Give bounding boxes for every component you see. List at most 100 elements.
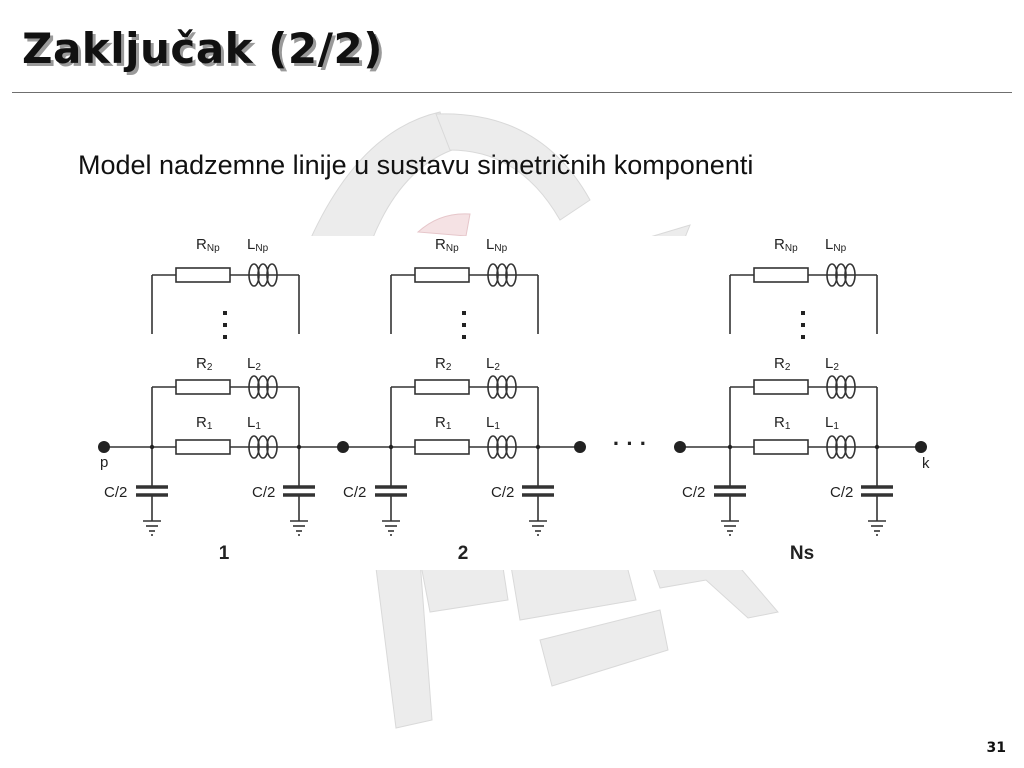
shunt-capacitor-right bbox=[861, 447, 893, 536]
slide-title: Zaključak (2/2) bbox=[22, 24, 383, 73]
label-l1: L1 bbox=[825, 414, 839, 432]
node-section-ns-start bbox=[674, 441, 686, 453]
inductor-coil-loop bbox=[505, 263, 517, 287]
label-r-np: RNp bbox=[774, 236, 798, 254]
label-c-right: C/2 bbox=[830, 484, 853, 501]
vertical-ellipsis-dot bbox=[462, 311, 466, 315]
horizontal-ellipsis: · · · bbox=[613, 431, 647, 456]
shunt-capacitor-right bbox=[522, 447, 554, 536]
label-c-left: C/2 bbox=[682, 484, 705, 501]
label-r2: R2 bbox=[196, 355, 213, 373]
page-number: 31 bbox=[986, 740, 1006, 756]
label-c-left: C/2 bbox=[343, 484, 366, 501]
inductor-coil-loop bbox=[487, 263, 499, 287]
section-label: 2 bbox=[458, 543, 469, 564]
inductor-coil-loop bbox=[257, 375, 269, 399]
inductor-coil-loop bbox=[266, 435, 278, 459]
inductor-1 bbox=[826, 435, 856, 459]
label-l1: L1 bbox=[247, 414, 261, 432]
inductor-coil-loop bbox=[505, 435, 517, 459]
resistor-np bbox=[175, 267, 231, 283]
junction-dot bbox=[149, 444, 155, 450]
label-l-np: LNp bbox=[486, 236, 508, 254]
inductor-coil-loop bbox=[826, 263, 838, 287]
junction-dot bbox=[535, 444, 541, 450]
inductor-coil-loop bbox=[487, 375, 499, 399]
circuit-background-panel bbox=[96, 236, 954, 570]
inductor-1 bbox=[248, 435, 278, 459]
label-node-k: k bbox=[922, 455, 930, 472]
section-label: 1 bbox=[219, 543, 230, 564]
inductor-np bbox=[487, 263, 517, 287]
inductor-coil-loop bbox=[826, 435, 838, 459]
label-r1: R1 bbox=[196, 414, 213, 432]
junction-dot bbox=[874, 444, 880, 450]
vertical-ellipsis-dot bbox=[462, 323, 466, 327]
inductor-coil-loop bbox=[835, 375, 847, 399]
vertical-ellipsis-dot bbox=[801, 323, 805, 327]
label-r1: R1 bbox=[435, 414, 452, 432]
shunt-capacitor-left bbox=[136, 447, 168, 536]
vertical-ellipsis-dot bbox=[223, 335, 227, 339]
shunt-capacitor-left bbox=[375, 447, 407, 536]
resistor-2 bbox=[753, 379, 809, 395]
label-r2: R2 bbox=[435, 355, 452, 373]
node-k bbox=[915, 441, 927, 453]
resistor-2 bbox=[175, 379, 231, 395]
vertical-ellipsis-dot bbox=[801, 335, 805, 339]
label-l2: L2 bbox=[247, 355, 261, 373]
inductor-coil-loop bbox=[844, 263, 856, 287]
inductor-coil-loop bbox=[505, 375, 517, 399]
resistor-1 bbox=[175, 439, 231, 455]
label-r-np: RNp bbox=[435, 236, 459, 254]
inductor-coil-loop bbox=[496, 435, 508, 459]
label-r-np: RNp bbox=[196, 236, 220, 254]
inductor-coil-loop bbox=[248, 375, 260, 399]
inductor-2 bbox=[487, 375, 517, 399]
label-l2: L2 bbox=[486, 355, 500, 373]
inductor-coil-loop bbox=[266, 375, 278, 399]
label-r1: R1 bbox=[774, 414, 791, 432]
label-r2: R2 bbox=[774, 355, 791, 373]
inductor-2 bbox=[248, 375, 278, 399]
vertical-ellipsis-dot bbox=[801, 311, 805, 315]
inductor-coil-loop bbox=[835, 435, 847, 459]
label-l-np: LNp bbox=[247, 236, 269, 254]
resistor-np bbox=[753, 267, 809, 283]
shunt-capacitor-right bbox=[283, 447, 315, 536]
inductor-coil-loop bbox=[266, 263, 278, 287]
inductor-np bbox=[248, 263, 278, 287]
vertical-ellipsis-dot bbox=[462, 335, 466, 339]
inductor-coil-loop bbox=[496, 263, 508, 287]
vertical-ellipsis-dot bbox=[223, 323, 227, 327]
node-p bbox=[98, 441, 110, 453]
inductor-coil-loop bbox=[844, 375, 856, 399]
inductor-coil-loop bbox=[835, 263, 847, 287]
slide-subtitle: Model nadzemne linije u sustavu simetrič… bbox=[78, 150, 754, 180]
inductor-coil-loop bbox=[248, 263, 260, 287]
inductor-1 bbox=[487, 435, 517, 459]
junction-dot bbox=[727, 444, 733, 450]
inductor-coil-loop bbox=[496, 375, 508, 399]
inductor-coil-loop bbox=[257, 435, 269, 459]
inductor-coil-loop bbox=[487, 435, 499, 459]
resistor-2 bbox=[414, 379, 470, 395]
vertical-ellipsis-dot bbox=[223, 311, 227, 315]
label-c-right: C/2 bbox=[252, 484, 275, 501]
label-c-right: C/2 bbox=[491, 484, 514, 501]
label-c-left: C/2 bbox=[104, 484, 127, 501]
inductor-coil-loop bbox=[826, 375, 838, 399]
label-l2: L2 bbox=[825, 355, 839, 373]
section-label: Ns bbox=[790, 543, 814, 564]
shunt-capacitor-left bbox=[714, 447, 746, 536]
junction-dot bbox=[388, 444, 394, 450]
resistor-np bbox=[414, 267, 470, 283]
junction-dot bbox=[296, 444, 302, 450]
inductor-coil-loop bbox=[248, 435, 260, 459]
inductor-coil-loop bbox=[844, 435, 856, 459]
